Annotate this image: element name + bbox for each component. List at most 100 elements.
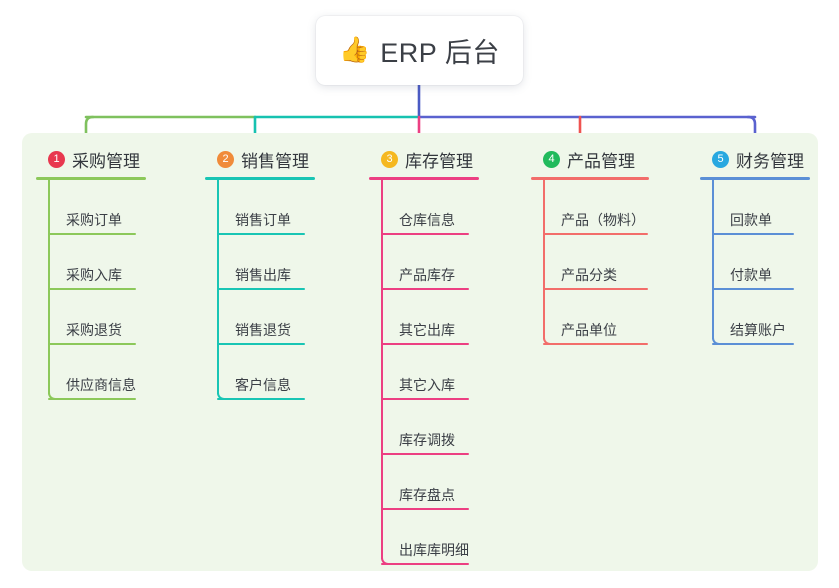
branch-item-rule — [48, 343, 136, 345]
branch-item-rule — [712, 233, 794, 235]
branch-item-rule — [381, 233, 469, 235]
branch-spine — [712, 180, 714, 339]
branch-spine — [48, 180, 50, 394]
branch-item[interactable]: 库存调拨 — [381, 400, 479, 455]
branch-item-rule — [543, 288, 648, 290]
branch-item-rule — [217, 233, 305, 235]
branch-item-label: 库存盘点 — [399, 487, 455, 503]
branch-item[interactable]: 付款单 — [712, 235, 810, 290]
branch-item-label: 仓库信息 — [399, 212, 455, 228]
branches-panel — [22, 133, 818, 571]
branch-number-badge: 4 — [543, 150, 560, 168]
branch-header-rule — [205, 177, 315, 180]
branch-item-corner — [712, 335, 722, 345]
branch-header-rule — [531, 177, 649, 180]
branch-item-rule — [381, 453, 469, 455]
thumbs-up-icon: 👍 — [339, 36, 371, 64]
branch-item[interactable]: 产品（物料） — [543, 180, 649, 235]
branch-item-label: 出库库明细 — [399, 542, 469, 558]
branch-item-label: 销售订单 — [235, 212, 291, 228]
branch-item-label: 其它出库 — [399, 322, 455, 338]
branch-item-corner — [48, 390, 58, 400]
branch-item-rule — [381, 563, 469, 565]
branch-item[interactable]: 库存盘点 — [381, 455, 479, 510]
connector-drop-5 — [746, 115, 757, 162]
branch-item-label: 其它入库 — [399, 377, 455, 393]
branch-column-4: 4 产品管理产品（物料） 产品分类产品单位 — [531, 146, 649, 345]
root-title: ERP 后台 — [380, 38, 500, 68]
branch-spine — [217, 180, 219, 394]
branch-item-label: 采购入库 — [66, 267, 122, 283]
branch-item-label: 采购订单 — [66, 212, 122, 228]
branch-item[interactable]: 其它入库 — [381, 345, 479, 400]
branch-item[interactable]: 采购订单 — [48, 180, 146, 235]
branch-item[interactable]: 产品库存 — [381, 235, 479, 290]
branch-item-rule — [712, 288, 794, 290]
branch-header-rule — [369, 177, 479, 180]
branch-items: 仓库信息产品库存其它出库其它入库库存调拨库存盘点出库库明细 — [381, 180, 479, 565]
root-node[interactable]: 👍 ERP 后台 — [316, 16, 523, 85]
branch-item-label: 产品（物料） — [561, 212, 645, 228]
branch-item[interactable]: 销售订单 — [217, 180, 315, 235]
branch-item-rule — [48, 398, 136, 400]
branch-item[interactable]: 出库库明细 — [381, 510, 479, 565]
branch-item-rule — [381, 508, 469, 510]
branch-item-corner — [543, 335, 553, 345]
branch-item-rule — [48, 288, 136, 290]
branch-item[interactable]: 回款单 — [712, 180, 810, 235]
branch-items: 产品（物料） 产品分类产品单位 — [543, 180, 649, 345]
branch-spine — [543, 180, 545, 339]
branch-item[interactable]: 结算账户 — [712, 290, 810, 345]
branch-item-rule — [543, 233, 648, 235]
branch-title: 产品管理 — [567, 151, 635, 171]
branch-spine — [381, 180, 383, 559]
branch-item[interactable]: 仓库信息 — [381, 180, 479, 235]
branch-item-label: 库存调拨 — [399, 432, 455, 448]
branch-item[interactable]: 供应商信息 — [48, 345, 146, 400]
branch-column-5: 5 财务管理回款单付款单结算账户 — [700, 146, 810, 345]
branch-item-rule — [712, 343, 794, 345]
branch-item-label: 产品分类 — [561, 267, 617, 283]
branch-item-rule — [381, 398, 469, 400]
branch-item-label: 销售退货 — [235, 322, 291, 338]
branch-item-rule — [217, 288, 305, 290]
branch-item-label: 产品单位 — [561, 322, 617, 338]
branch-item-rule — [217, 343, 305, 345]
branch-item[interactable]: 采购入库 — [48, 235, 146, 290]
branch-number-badge: 5 — [712, 150, 729, 168]
branch-item[interactable]: 产品单位 — [543, 290, 649, 345]
branch-header-5[interactable]: 5 财务管理 — [700, 146, 810, 172]
branch-header-4[interactable]: 4 产品管理 — [531, 146, 649, 172]
branch-item-rule — [543, 343, 648, 345]
branch-item-rule — [381, 343, 469, 345]
branch-item-label: 客户信息 — [235, 377, 291, 393]
branch-item[interactable]: 产品分类 — [543, 235, 649, 290]
branch-item-label: 付款单 — [730, 267, 772, 283]
branch-header-rule — [700, 177, 810, 180]
branch-item-label: 销售出库 — [235, 267, 291, 283]
branch-title: 销售管理 — [241, 151, 309, 171]
branch-item-label: 产品库存 — [399, 267, 455, 283]
branch-item[interactable]: 销售出库 — [217, 235, 315, 290]
branch-item-label: 回款单 — [730, 212, 772, 228]
branch-item[interactable]: 采购退货 — [48, 290, 146, 345]
branch-header-rule — [36, 177, 146, 180]
branch-items: 回款单付款单结算账户 — [712, 180, 810, 345]
branch-item[interactable]: 客户信息 — [217, 345, 315, 400]
branch-title: 库存管理 — [405, 151, 473, 171]
branch-item[interactable]: 销售退货 — [217, 290, 315, 345]
branch-title: 采购管理 — [72, 151, 140, 171]
branch-items: 销售订单销售出库销售退货客户信息 — [217, 180, 315, 400]
branch-item[interactable]: 其它出库 — [381, 290, 479, 345]
branch-item-label: 供应商信息 — [66, 377, 136, 393]
branch-item-corner — [217, 390, 227, 400]
branch-title: 财务管理 — [736, 151, 804, 171]
branch-item-rule — [217, 398, 305, 400]
